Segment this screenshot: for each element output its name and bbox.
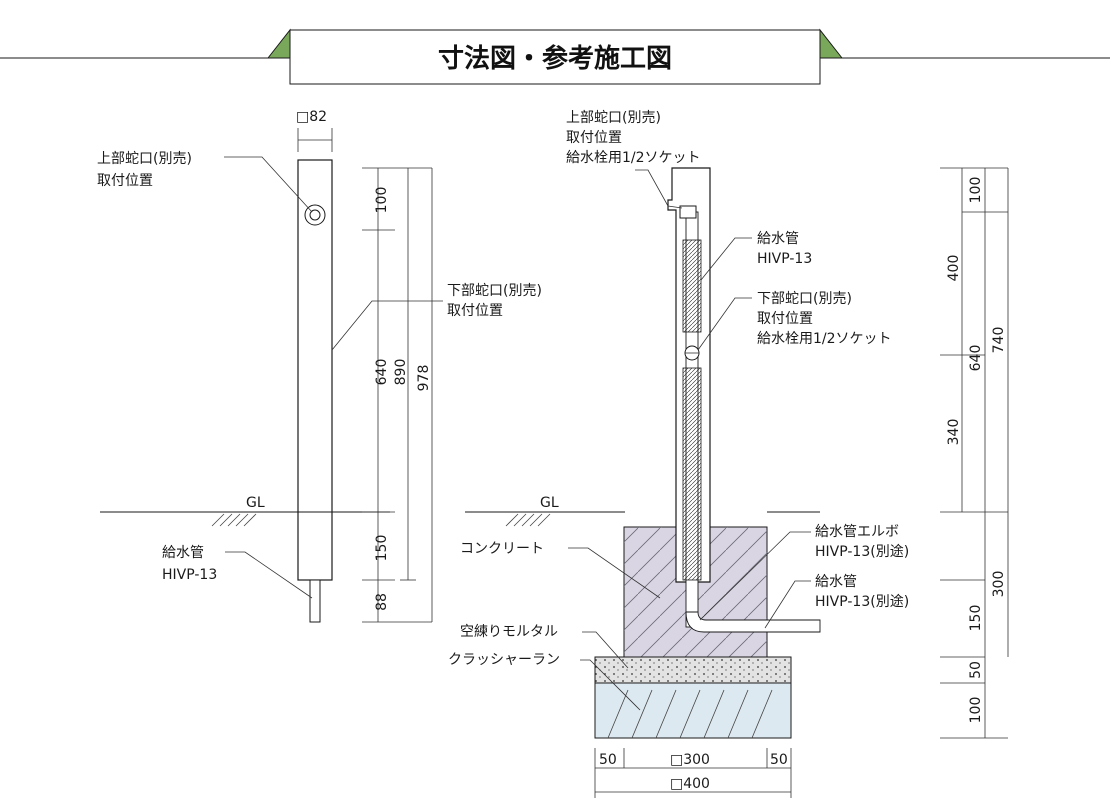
left-dim-lines	[362, 167, 433, 623]
right-upper-label-1: 上部蛇口(別売)	[566, 110, 661, 126]
upper-insulation	[682, 239, 702, 333]
elbow-label-2: HIVP-13(別途)	[815, 543, 909, 560]
right-dim-740: 740	[991, 327, 1007, 354]
left-upper-label-1: 上部蛇口(別売)	[97, 151, 192, 167]
right-dim-50: 50	[968, 661, 984, 679]
right-pipe-upper-label-2: HIVP-13	[757, 251, 812, 267]
base-dim-300: □300	[670, 752, 710, 768]
banner-flag-left	[266, 28, 291, 59]
left-upper-label-2: 取付位置	[97, 173, 153, 189]
right-dim-150: 150	[968, 605, 984, 632]
page-title: 寸法図・参考施工図	[438, 43, 672, 74]
right-dim-640: 640	[968, 345, 984, 372]
pipe-lower-leader	[764, 580, 811, 629]
right-pipe-upper-label-1: 給水管	[757, 231, 799, 247]
crusher-leader	[580, 659, 641, 711]
right-upper-label-2: 取付位置	[566, 130, 622, 146]
right-gl-label: GL	[540, 495, 559, 511]
right-lower-label-2: 取付位置	[757, 311, 813, 327]
lower-insulation	[682, 367, 702, 581]
left-pipe-label-2: HIVP-13	[162, 567, 217, 583]
elbow-pipe	[685, 611, 821, 633]
left-dim-978: 978	[416, 365, 432, 392]
left-dim-890: 890	[393, 359, 409, 386]
left-post	[297, 159, 333, 581]
left-top-dim: □82	[296, 109, 327, 125]
left-ground-hatch	[211, 513, 257, 527]
elbow-leader	[699, 531, 811, 621]
right-upper-leader	[635, 169, 683, 209]
left-dim-88: 88	[374, 593, 390, 611]
left-pipe	[309, 579, 321, 623]
pipe-lower-label-1: 給水管	[815, 574, 857, 590]
title-banner: 寸法図・参考施工図	[0, 28, 1110, 85]
base-dim-400: □400	[670, 776, 710, 792]
crusher-hatch	[607, 689, 773, 739]
upper-socket-icon	[679, 205, 697, 219]
crusher-run-layer	[594, 682, 792, 739]
left-upper-leader	[224, 156, 313, 213]
left-lower-label-1: 下部蛇口(別売)	[447, 283, 542, 299]
right-pipe-upper-leader	[700, 237, 752, 281]
right-ground-hatch	[505, 513, 551, 527]
left-lower-leader	[331, 300, 443, 351]
left-dim-100: 100	[374, 187, 390, 214]
mortar-label: 空練りモルタル	[460, 624, 558, 640]
base-dim-50-left: 50	[599, 752, 617, 768]
concrete-label: コンクリート	[460, 541, 544, 557]
left-pipe-label-1: 給水管	[162, 545, 204, 561]
right-lower-label-1: 下部蛇口(別売)	[757, 291, 852, 307]
left-pipe-leader	[225, 551, 313, 599]
right-dim-300: 300	[991, 571, 1007, 598]
concrete-leader	[568, 547, 661, 599]
right-upper-label-3: 給水栓用1/2ソケット	[566, 150, 701, 166]
right-dim-100: 100	[968, 177, 984, 204]
left-elevation: □82 上部蛇口(別売) 取付位置 下部蛇口(別売) 取付位置 GL 給水管	[97, 109, 542, 623]
right-dim-lines	[940, 167, 1009, 739]
right-dim-100b: 100	[968, 697, 984, 724]
mortar-leader	[582, 631, 629, 669]
banner-flag-right	[819, 28, 844, 59]
left-lower-label-2: 取付位置	[447, 303, 503, 319]
title-box	[289, 29, 821, 85]
right-section: GL 上部蛇口(別売) 取付位置 給水栓用1/2ソケット 給水管 HIVP-13	[448, 110, 1009, 798]
right-dim-400: 400	[946, 255, 962, 282]
right-lower-leader	[697, 297, 752, 351]
crusher-label: クラッシャーラン	[448, 652, 560, 668]
right-dim-340: 340	[946, 419, 962, 446]
left-dim-150: 150	[374, 535, 390, 562]
right-lower-label-3: 給水栓用1/2ソケット	[757, 331, 892, 347]
left-gl-label: GL	[246, 495, 265, 511]
base-dim-lines	[594, 748, 792, 798]
base-dim-50-right: 50	[770, 752, 788, 768]
left-dim-640: 640	[374, 359, 390, 386]
pipe-lower-label-2: HIVP-13(別途)	[815, 593, 909, 610]
elbow-label-1: 給水管エルボ	[815, 524, 899, 540]
